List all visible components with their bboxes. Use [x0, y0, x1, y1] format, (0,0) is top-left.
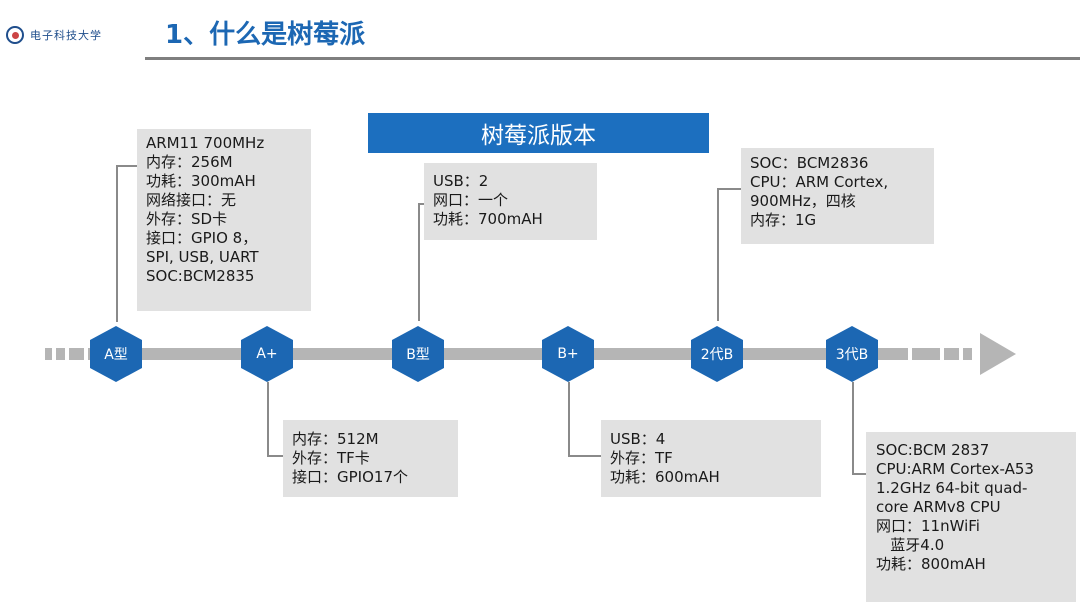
- spec-box-aplus: 内存：512M 外存：TF卡 接口：GPIO17个: [283, 420, 458, 497]
- page-title: 1、什么是树莓派: [165, 20, 366, 50]
- spec-line: SOC:BCM 2837: [876, 441, 990, 459]
- spec-line: 外存：TF: [610, 449, 673, 467]
- timeline-node-bplus: B+: [542, 326, 594, 382]
- timeline-dash: [69, 348, 84, 360]
- spec-box-b: USB：2 网口：一个 功耗：700mAH: [424, 163, 597, 240]
- spec-line: 功耗：600mAH: [610, 468, 720, 486]
- spec-box-a: ARM11 700MHz 内存：256M 功耗：300mAH 网络接口：无 外存…: [137, 129, 311, 311]
- spec-line: 内存：1G: [750, 211, 817, 229]
- spec-line: CPU:ARM Cortex-A53: [876, 460, 1034, 478]
- timeline-node-a: A型: [90, 326, 142, 382]
- spec-line: 接口：GPIO 8，: [146, 229, 258, 247]
- spec-line: 900MHz，四核: [750, 192, 856, 210]
- timeline-node-b2: 2代B: [691, 326, 743, 382]
- spec-line: SOC:BCM2835: [146, 267, 255, 285]
- connector-a-h: [116, 165, 137, 167]
- spec-line: 功耗：800mAH: [876, 555, 986, 573]
- spec-line: 接口：GPIO17个: [292, 468, 408, 486]
- connector-b3: [852, 382, 854, 474]
- university-logo: 电子科技大学: [6, 26, 102, 44]
- university-seal-icon: [6, 26, 24, 44]
- timeline-node-b: B型: [392, 326, 444, 382]
- spec-line: 内存：512M: [292, 430, 379, 448]
- connector-b: [418, 203, 420, 321]
- spec-box-b2: SOC：BCM2836 CPU：ARM Cortex, 900MHz，四核 内存…: [741, 148, 934, 244]
- spec-line: 1.2GHz 64-bit quad-: [876, 479, 1028, 497]
- timeline-dash: [944, 348, 959, 360]
- timeline-dash: [56, 348, 65, 360]
- connector-bplus: [568, 382, 570, 456]
- spec-line: 网口：一个: [433, 191, 509, 209]
- spec-line: USB：4: [610, 430, 666, 448]
- connector-b2-h: [717, 188, 741, 190]
- timeline-bar: [88, 348, 908, 360]
- timeline-dash: [963, 348, 972, 360]
- spec-line: 网络接口：无: [146, 191, 237, 209]
- spec-line: 功耗：300mAH: [146, 172, 256, 190]
- spec-box-bplus: USB：4 外存：TF 功耗：600mAH: [601, 420, 821, 497]
- title-divider: [145, 57, 1080, 60]
- connector-a: [116, 165, 118, 322]
- spec-line: 外存：SD卡: [146, 210, 228, 228]
- spec-line: CPU：ARM Cortex,: [750, 173, 889, 191]
- connector-b-h: [418, 203, 428, 205]
- spec-line: 内存：256M: [146, 153, 233, 171]
- spec-line: 功耗：700mAH: [433, 210, 543, 228]
- spec-line: SPI, USB, UART: [146, 248, 259, 266]
- spec-line: 网口：11nWiFi: [876, 517, 980, 535]
- spec-line: 蓝牙4.0: [876, 536, 945, 554]
- spec-line: USB：2: [433, 172, 489, 190]
- spec-box-b3: SOC:BCM 2837 CPU:ARM Cortex-A53 1.2GHz 6…: [866, 432, 1076, 602]
- timeline-node-b3: 3代B: [826, 326, 878, 382]
- version-banner: 树莓派版本: [368, 113, 709, 153]
- connector-aplus: [267, 382, 269, 456]
- timeline-dash: [912, 348, 940, 360]
- timeline-node-aplus: A+: [241, 326, 293, 382]
- connector-b2: [717, 188, 719, 321]
- connector-b3-h: [852, 473, 866, 475]
- spec-line: core ARMv8 CPU: [876, 498, 1001, 516]
- connector-aplus-h: [267, 455, 283, 457]
- timeline-arrow-icon: [980, 333, 1016, 375]
- spec-line: SOC：BCM2836: [750, 154, 869, 172]
- spec-line: 外存：TF卡: [292, 449, 370, 467]
- timeline-dash: [45, 348, 52, 360]
- spec-line: ARM11 700MHz: [146, 134, 265, 152]
- logo-text: 电子科技大学: [30, 29, 102, 42]
- connector-bplus-h: [568, 455, 601, 457]
